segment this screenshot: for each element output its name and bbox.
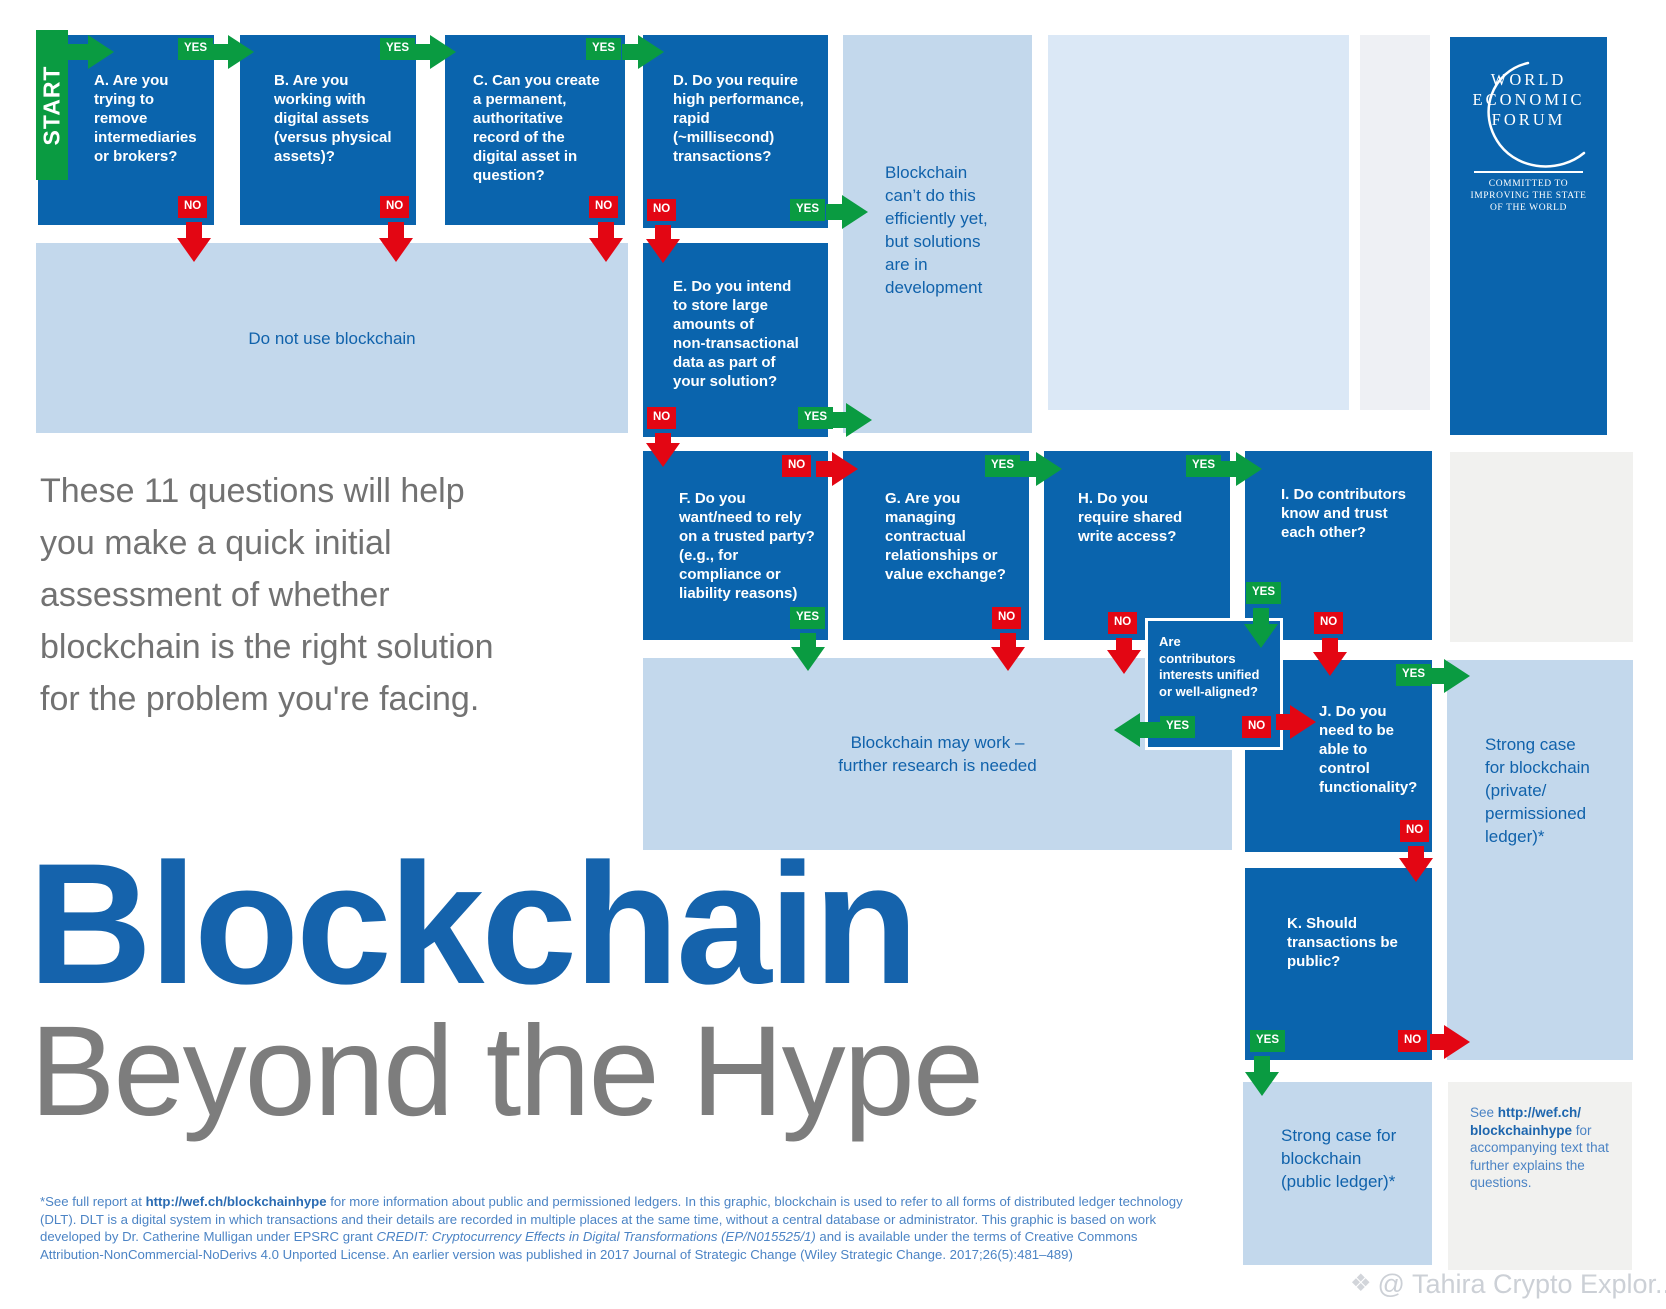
arrow-b-no-icon — [388, 222, 404, 238]
arrow-h-no-icon — [1116, 638, 1132, 650]
right-gray-panel — [1450, 452, 1633, 642]
question-k: K. Should transactions be public? — [1245, 868, 1432, 1060]
watermark: ❖ @ Tahira Crypto Explor... — [1350, 1268, 1666, 1300]
arrow-j-no-icon — [1408, 846, 1424, 858]
question-h: H. Do you require shared write access? — [1044, 451, 1230, 640]
no-label-h: NO — [1108, 612, 1138, 634]
no-label-f: NO — [782, 455, 812, 477]
arrow-e-yes-icon — [832, 412, 846, 428]
arrow-e-no-icon — [655, 433, 671, 443]
note-box: See http://wef.ch/ blockchainhype for ac… — [1448, 1082, 1632, 1270]
arrow-k-yes-icon — [1254, 1056, 1270, 1072]
yes-label-e: YES — [798, 407, 834, 429]
intro-paragraph: These 11 questions will help you make a … — [40, 472, 494, 718]
no-label-b: NO — [380, 196, 410, 218]
yes-label-i: YES — [1246, 582, 1282, 604]
yes-label-contributors: YES — [1160, 716, 1196, 738]
no-label-i: NO — [1314, 612, 1344, 634]
wef-logo-name: WORLD ECONOMIC FORUM — [1472, 70, 1585, 129]
arrow-d-yes-icon — [826, 204, 842, 220]
question-b: B. Are you working with digital assets (… — [240, 35, 416, 225]
footnote-line-3: developed by Dr. Catherine Mulligan unde… — [40, 1229, 1138, 1244]
question-e: E. Do you intend to store large amounts … — [643, 243, 828, 437]
result-public-ledger: Strong case for blockchain (public ledge… — [1243, 1082, 1432, 1265]
arrow-d-no-icon — [655, 225, 671, 239]
result-cant-do: Blockchain can’t do this efficiently yet… — [843, 35, 1032, 433]
start-label: START — [38, 65, 65, 145]
no-label-k: NO — [1398, 1030, 1428, 1052]
result-may-work: Blockchain may work – further research i… — [643, 658, 1232, 850]
note-line: accompanying text that — [1470, 1140, 1609, 1155]
wef-tagline: COMMITTED TO IMPROVING THE STATE OF THE … — [1470, 179, 1587, 213]
note-link: http://wef.ch/ — [1497, 1105, 1582, 1120]
result-private-ledger: Strong case for blockchain (private/ per… — [1447, 660, 1633, 1060]
yes-label-g: YES — [985, 455, 1021, 477]
wef-divider — [1474, 171, 1583, 173]
yes-label-b: YES — [380, 38, 416, 60]
footnote-grant-title: CREDIT: Cryptocurrency Effects in Digita… — [376, 1229, 816, 1244]
footnote-line-1: *See full report at http://wef.ch/blockc… — [40, 1194, 1183, 1209]
question-i: I. Do contributors know and trust each o… — [1245, 451, 1432, 640]
yes-label-c: YES — [586, 38, 622, 60]
wef-logo-arc-icon — [1487, 61, 1586, 168]
arrow-g-no-icon — [1000, 633, 1016, 647]
question-d: D. Do you require high performance, rapi… — [643, 35, 828, 228]
footnote-line-2: (DLT). DLT is a digital system in which … — [40, 1211, 1157, 1227]
no-label-e: NO — [647, 407, 677, 429]
no-label-d: NO — [647, 199, 677, 221]
no-label-a: NO — [178, 196, 208, 218]
wef-side-strip — [1360, 35, 1430, 410]
question-c: C. Can you create a permanent, authorita… — [445, 35, 625, 225]
arrow-b-yes-icon — [414, 44, 430, 60]
note-line: further explains the — [1470, 1157, 1585, 1173]
arrow-h-yes-icon — [1220, 461, 1236, 477]
start-arrow-icon — [64, 44, 88, 60]
note-link: blockchainhype — [1470, 1122, 1573, 1138]
watermark-text: @ Tahira Crypto Explor... — [1377, 1269, 1666, 1299]
yes-label-f: YES — [790, 607, 826, 629]
arrow-f-yes-icon — [800, 633, 816, 647]
page-subtitle: Beyond the Hype — [30, 1000, 984, 1143]
arrow-j-yes-icon — [1430, 668, 1444, 684]
arrow-a-yes-icon — [212, 44, 228, 60]
wef-logo-box: WORLD ECONOMIC FORUM COMMITTED TO IMPROV… — [1450, 37, 1607, 435]
arrow-contributors-no-icon — [1276, 714, 1290, 730]
yes-label-j: YES — [1396, 664, 1432, 686]
arrow-f-no-icon — [816, 461, 832, 477]
note-line: blockchainhype for — [1470, 1122, 1592, 1138]
result-do-not-use: Do not use blockchain — [36, 243, 628, 433]
arrow-contributors-yes-icon — [1140, 722, 1162, 738]
yes-label-a: YES — [178, 38, 214, 60]
page-title: Blockchain — [28, 828, 919, 1020]
note-line: questions. — [1470, 1175, 1532, 1190]
gem-icon: ❖ — [1350, 1270, 1372, 1297]
question-f: F. Do you want/need to rely on a trusted… — [643, 451, 828, 640]
arrow-c-no-icon — [598, 222, 614, 238]
arrow-k-no-icon — [1430, 1034, 1444, 1050]
yes-label-d: YES — [790, 199, 826, 221]
top-right-blue-panel — [1048, 35, 1349, 410]
yes-label-k: YES — [1250, 1030, 1286, 1052]
no-label-c: NO — [589, 196, 619, 218]
note-line: See http://wef.ch/ — [1470, 1105, 1582, 1120]
footnote-link: http://wef.ch/blockchainhype — [145, 1194, 327, 1209]
footnote: *See full report at http://wef.ch/blockc… — [40, 1193, 1183, 1263]
no-label-j: NO — [1400, 820, 1430, 842]
no-label-g: NO — [992, 607, 1022, 629]
arrow-c-yes-icon — [622, 44, 638, 60]
footnote-line-4: Attribution-NonCommercial-NoDerivs 4.0 U… — [40, 1246, 1073, 1262]
arrow-a-no-icon — [186, 222, 202, 238]
start-box: START — [36, 30, 68, 180]
arrow-i-yes-icon — [1253, 608, 1269, 624]
no-label-contributors: NO — [1242, 716, 1272, 738]
arrow-g-yes-icon — [1020, 461, 1036, 477]
arrow-i-no-icon — [1322, 638, 1338, 652]
yes-label-h: YES — [1186, 455, 1222, 477]
